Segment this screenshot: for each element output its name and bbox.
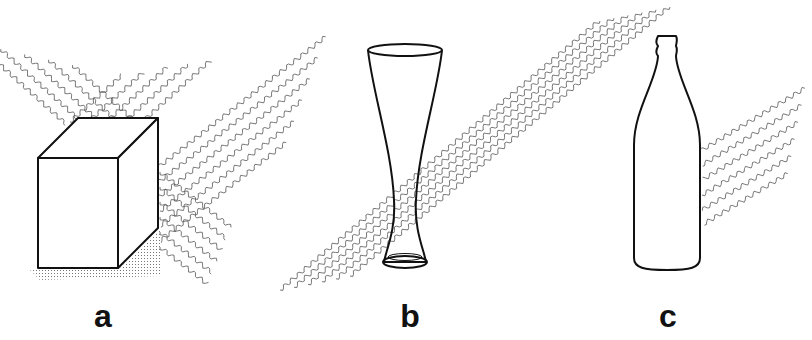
wave-line (142, 62, 212, 123)
wave-line (159, 79, 310, 196)
wave-line (73, 65, 137, 123)
wave-line (160, 247, 209, 283)
wave-line (0, 44, 65, 126)
wave-line (160, 232, 211, 274)
wave-lines (0, 7, 805, 290)
wave-line (703, 105, 802, 167)
wave-line (25, 54, 100, 124)
wave-line (161, 121, 294, 227)
wave-line (703, 122, 798, 179)
wave-line (160, 172, 231, 227)
wave-line (308, 15, 628, 284)
glass (368, 44, 442, 268)
wave-line (49, 60, 122, 123)
panel-letter: c (659, 300, 677, 332)
wave-line (159, 58, 318, 181)
wave-line (160, 187, 225, 240)
wave-line (702, 139, 795, 196)
wave-line (294, 18, 614, 287)
wave-line (322, 13, 642, 282)
wave-line (160, 100, 302, 212)
wave-line (280, 21, 600, 290)
wave-line (350, 7, 670, 276)
wave-line (161, 142, 286, 243)
panel-letter: a (94, 300, 112, 332)
wave-line (1, 49, 84, 125)
wave-line (106, 67, 168, 122)
wave-line (701, 87, 805, 149)
wave-line (336, 10, 656, 279)
cube (30, 118, 160, 280)
wave-line (704, 173, 787, 226)
wave-line (702, 156, 791, 211)
wave-line (124, 64, 188, 122)
panel-letter: b (400, 300, 420, 332)
bottle (634, 36, 700, 270)
